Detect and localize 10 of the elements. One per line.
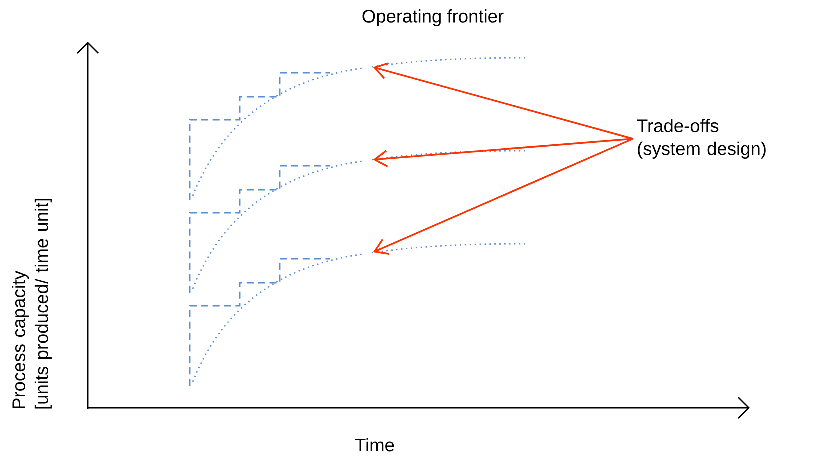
arrow bbox=[373, 138, 634, 255]
arrow bbox=[373, 138, 634, 168]
arrow bbox=[373, 62, 634, 140]
frontier-label: Operating frontier bbox=[362, 10, 504, 27]
frontier-curve bbox=[372, 243, 526, 254]
frontier-curve bbox=[372, 57, 526, 68]
axis-label: Process capacity [units produced/ time unit] bbox=[12, 199, 52, 409]
text-label: Trade-offs (system design) bbox=[637, 119, 766, 159]
axis-label: Time bbox=[355, 438, 394, 452]
frontier-curve bbox=[372, 150, 526, 161]
